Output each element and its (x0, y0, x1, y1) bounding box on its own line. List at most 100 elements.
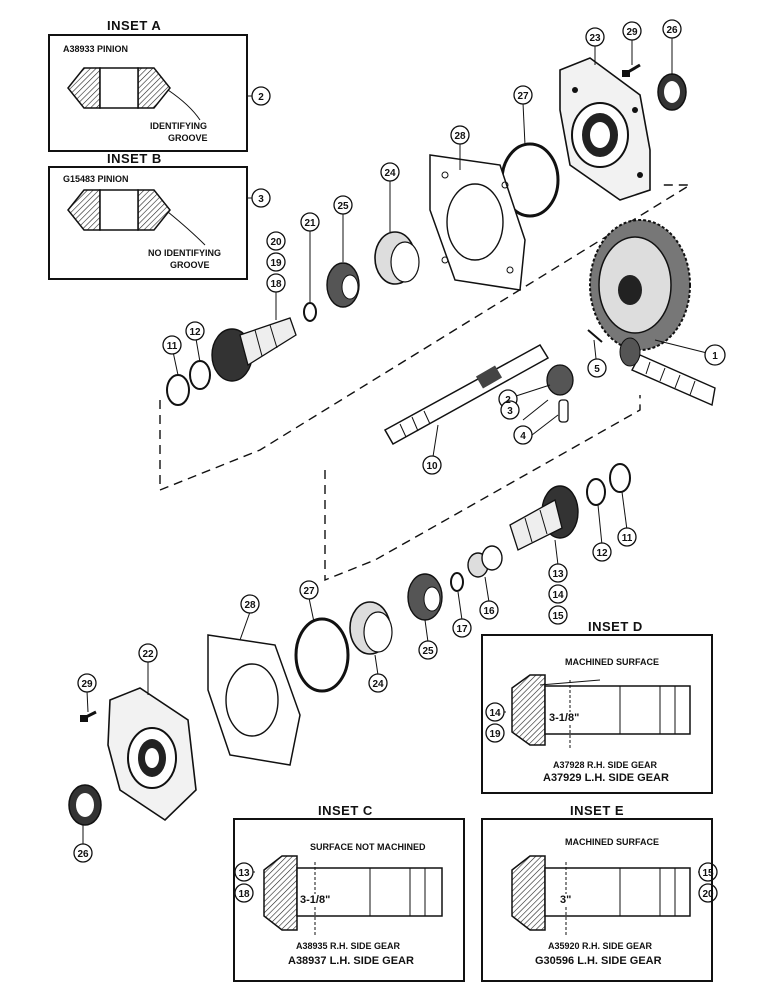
part-12-washer-left (189, 360, 211, 390)
callout-20-inset-e: 20 (702, 889, 714, 900)
inset-b-note-line2: GROOVE (170, 260, 210, 270)
part-24-bearing-cup-lower (349, 601, 393, 655)
part-2-pinion (546, 364, 574, 396)
part-10-differential-shaft (383, 343, 550, 446)
inset-d-dimension: 3-1/8" (549, 712, 580, 724)
part-29-screw-lower (80, 710, 97, 722)
part-4-pin (558, 399, 569, 423)
callout-15: 15 (552, 611, 564, 622)
inset-a-note-line1: IDENTIFYING (150, 121, 208, 131)
inset-a-pinion-drawing (67, 67, 201, 121)
inset-e-lh: G30596 L.H. SIDE GEAR (535, 955, 662, 967)
part-29-screw-top (622, 63, 641, 77)
part-23-flange-housing (559, 57, 651, 201)
inset-a-box (48, 34, 248, 152)
dashed-outline-lower (324, 395, 641, 582)
inset-a-title: INSET A (107, 18, 162, 33)
callout-2: 2 (505, 395, 511, 406)
part-12-washer-right (586, 478, 606, 506)
inset-c-title: INSET C (318, 803, 373, 818)
part-21-snap-ring-top (303, 302, 317, 322)
inset-b-part: G15483 PINION (63, 174, 129, 184)
part-11-washer-right (609, 463, 631, 493)
inset-b-box (48, 166, 248, 280)
callout-23: 23 (589, 33, 601, 44)
inset-d-lh: A37929 L.H. SIDE GEAR (543, 772, 669, 784)
callout-circles (73, 19, 726, 903)
callout-14-inset-d: 14 (489, 708, 501, 719)
callout-5: 5 (594, 364, 600, 375)
callout-19-inset-d: 19 (489, 729, 501, 740)
callout-28-lower: 28 (244, 600, 256, 611)
callout-29-top: 29 (626, 27, 638, 38)
part-1-pinion-shaft (619, 337, 716, 406)
callout-26-top: 26 (666, 25, 678, 36)
inset-b-note-line1: NO IDENTIFYING (148, 248, 222, 258)
callout-13: 13 (552, 569, 564, 580)
part-13-side-gear-right (509, 485, 579, 551)
inset-d-side-gear-drawing (511, 674, 691, 748)
callout-25-top: 25 (337, 201, 349, 212)
callout-26-lower: 26 (77, 849, 89, 860)
inset-c-rh: A38935 R.H. SIDE GEAR (296, 941, 401, 951)
part-22-flange-housing-lower (107, 687, 197, 822)
callout-19: 19 (270, 258, 282, 269)
callout-28-top: 28 (454, 131, 466, 142)
inset-c-lh: A38937 L.H. SIDE GEAR (288, 955, 414, 967)
callout-15-inset-e: 15 (702, 868, 714, 879)
callout-22: 22 (142, 649, 154, 660)
part-28-gasket-lower (207, 634, 301, 766)
callout-21: 21 (304, 218, 316, 229)
part-26-seal-lower (68, 784, 102, 826)
callout-24-top: 24 (384, 168, 396, 179)
inset-e-rh: A35920 R.H. SIDE GEAR (548, 941, 653, 951)
callout-10: 10 (426, 461, 438, 472)
inset-c-side-gear-drawing (263, 855, 443, 935)
part-18-side-gear-left (211, 317, 297, 382)
callout-11-left: 11 (167, 341, 178, 352)
callout-20: 20 (270, 237, 282, 248)
inset-e-title: INSET E (570, 803, 625, 818)
callout-3: 3 (507, 406, 513, 417)
inset-b-title: INSET B (107, 151, 162, 166)
callout-25-lower: 25 (422, 646, 434, 657)
callout-24-lower: 24 (372, 679, 384, 690)
inset-c-box (233, 818, 465, 982)
part-16-bushing (467, 545, 503, 578)
callout-27-lower: 27 (303, 586, 315, 597)
inset-d-box (481, 634, 713, 794)
inset-a-part: A38933 PINION (63, 44, 129, 54)
inset-a-note-line2: GROOVE (168, 133, 208, 143)
callout-numbers: 2 3 1 2 3 4 5 10 11 12 20 19 18 21 25 24… (77, 25, 718, 900)
inset-c-dimension: 3-1/8" (300, 894, 331, 906)
ring-gear (589, 219, 691, 351)
part-25-bearing-cone-top (326, 262, 360, 308)
inset-b-pinion-drawing (67, 189, 206, 246)
callout-4: 4 (520, 431, 526, 442)
part-11-washer-left (166, 374, 190, 406)
inset-e-surface: MACHINED SURFACE (565, 837, 660, 847)
callout-29-lower: 29 (81, 679, 93, 690)
callout-13-inset-c: 13 (238, 868, 250, 879)
part-28-gasket-top (429, 154, 526, 291)
callout-17: 17 (456, 624, 468, 635)
part-17-snap-ring (450, 572, 464, 592)
callout-27-top: 27 (517, 91, 529, 102)
part-24-bearing-cup-top (374, 231, 420, 285)
inset-d-rh: A37928 R.H. SIDE GEAR (553, 760, 658, 770)
dashed-outline-upper (159, 184, 693, 492)
callout-1: 1 (712, 351, 718, 362)
inset-e-box (481, 818, 713, 982)
callout-12-left: 12 (189, 327, 201, 338)
part-26-seal-top (657, 73, 687, 111)
callout-14: 14 (552, 590, 564, 601)
inset-d-title: INSET D (588, 619, 643, 634)
part-5-pin (587, 329, 603, 343)
inset-c-surface: SURFACE NOT MACHINED (310, 842, 426, 852)
inset-d-surface: MACHINED SURFACE (565, 657, 660, 667)
inset-e-dimension: 3" (560, 894, 572, 906)
callout-2-inset-a: 2 (258, 92, 264, 103)
callout-11-right: 11 (622, 533, 633, 544)
part-25-bearing-cone-lower (407, 573, 443, 621)
